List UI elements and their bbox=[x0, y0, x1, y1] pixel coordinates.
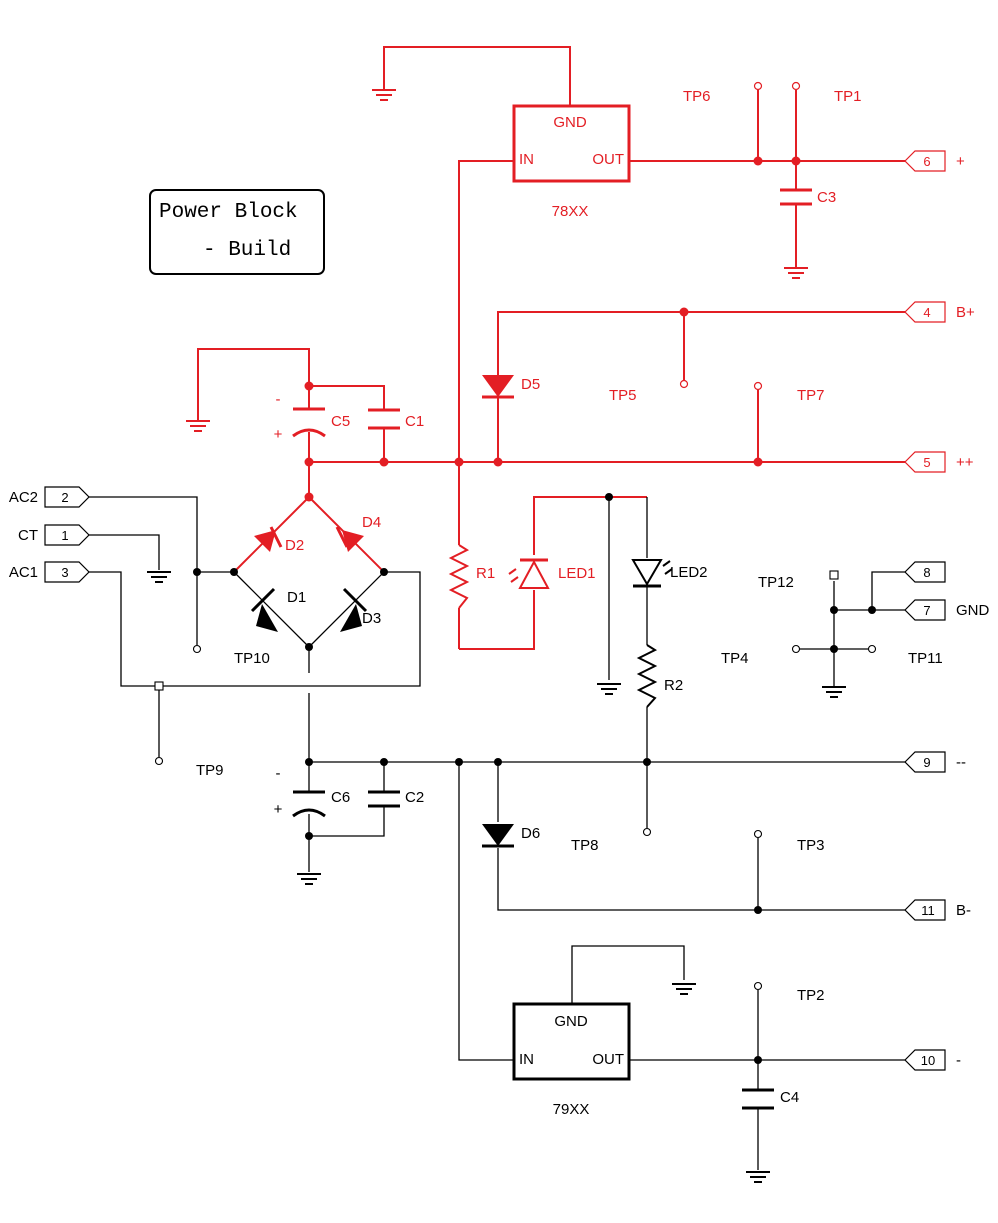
resistor-r2 bbox=[636, 644, 658, 708]
connector-p9: 9 -- bbox=[904, 751, 966, 773]
connector-p6: 6 + bbox=[904, 150, 965, 172]
connector-p4-name: B+ bbox=[956, 304, 975, 321]
resistor-r1 bbox=[448, 544, 470, 609]
reg-79xx-gnd-label: GND bbox=[554, 1013, 588, 1030]
label-d1: D1 bbox=[287, 589, 306, 606]
connector-p9-num: 9 bbox=[923, 755, 930, 770]
connector-p4: 4 B+ bbox=[904, 301, 975, 323]
label-c5: C5 bbox=[331, 413, 350, 430]
capacitor-c3 bbox=[780, 188, 812, 206]
reg-78xx-out-label: OUT bbox=[592, 151, 624, 168]
junctions-red bbox=[304, 156, 801, 502]
diode-d1 bbox=[250, 587, 278, 632]
label-tp3: TP3 bbox=[797, 837, 825, 854]
regulator-79xx: GND IN OUT 79XX bbox=[512, 1002, 631, 1118]
connector-p6-name: + bbox=[956, 153, 965, 170]
connector-p1-num: 1 bbox=[61, 528, 68, 543]
connector-p3-name: AC1 bbox=[9, 564, 38, 581]
connector-p7-num: 7 bbox=[923, 603, 930, 618]
testpoint-labels: TP6 TP1 TP5 TP7 TP10 TP9 TP12 TP4 TP11 T… bbox=[196, 88, 943, 1004]
reg-78xx-name: 78XX bbox=[552, 203, 589, 220]
led-led2 bbox=[631, 559, 673, 588]
label-c1: C1 bbox=[405, 413, 424, 430]
title-line-2: - Build bbox=[203, 239, 291, 262]
connector-p8: 8 bbox=[904, 561, 946, 583]
label-d6: D6 bbox=[521, 825, 540, 842]
label-d5: D5 bbox=[521, 376, 540, 393]
label-tp2: TP2 bbox=[797, 987, 825, 1004]
label-r1: R1 bbox=[476, 565, 495, 582]
connector-p7-name: GND bbox=[956, 602, 990, 619]
label-c3: C3 bbox=[817, 189, 836, 206]
label-tp1: TP1 bbox=[834, 88, 862, 105]
label-tp6: TP6 bbox=[683, 88, 711, 105]
c5-plus-sign: + bbox=[274, 426, 283, 443]
diode-d6 bbox=[482, 824, 514, 848]
capacitor-c1 bbox=[368, 408, 400, 430]
junctions-black bbox=[193, 493, 876, 1064]
connector-p11: 11 B- bbox=[904, 899, 971, 921]
c5-minus-sign: - bbox=[276, 391, 281, 408]
label-tp8: TP8 bbox=[571, 837, 599, 854]
connector-p10: 10 - bbox=[904, 1049, 961, 1071]
connector-p5-num: 5 bbox=[923, 455, 930, 470]
label-d2: D2 bbox=[285, 537, 304, 554]
label-tp9: TP9 bbox=[196, 762, 224, 779]
led-led1 bbox=[508, 558, 550, 589]
connector-p11-num: 11 bbox=[921, 903, 935, 918]
c6-plus-sign: + bbox=[274, 801, 283, 818]
label-tp5: TP5 bbox=[609, 387, 637, 404]
label-tp11: TP11 bbox=[908, 650, 943, 667]
connector-p9-name: -- bbox=[956, 754, 966, 771]
label-tp7: TP7 bbox=[797, 387, 825, 404]
connector-p8-num: 8 bbox=[923, 565, 930, 580]
connector-p2-num: 2 bbox=[61, 490, 68, 505]
label-r2: R2 bbox=[664, 677, 683, 694]
regulator-78xx: GND IN OUT 78XX bbox=[512, 104, 631, 220]
reg-79xx-out-label: OUT bbox=[592, 1051, 624, 1068]
connector-p10-name: - bbox=[956, 1052, 961, 1069]
title-block: Power Block - Build bbox=[149, 189, 325, 275]
connector-p11-name: B- bbox=[956, 902, 971, 919]
label-d3: D3 bbox=[362, 610, 381, 627]
connector-p2: 2 AC2 bbox=[9, 486, 90, 508]
reg-78xx-in-label: IN bbox=[519, 151, 534, 168]
connector-p4-num: 4 bbox=[923, 305, 930, 320]
label-led2: LED2 bbox=[670, 564, 708, 581]
label-tp10: TP10 bbox=[234, 650, 270, 667]
connector-p2-name: AC2 bbox=[9, 489, 38, 506]
label-tp4: TP4 bbox=[721, 650, 749, 667]
black-nets bbox=[89, 496, 905, 1183]
reg-79xx-in-label: IN bbox=[519, 1051, 534, 1068]
capacitor-c5 bbox=[292, 407, 326, 438]
label-tp12: TP12 bbox=[758, 574, 794, 591]
label-c2: C2 bbox=[405, 789, 424, 806]
connector-p6-num: 6 bbox=[923, 154, 930, 169]
connector-p5: 5 ++ bbox=[904, 451, 974, 473]
reg-78xx-gnd-label: GND bbox=[553, 114, 587, 131]
label-d4: D4 bbox=[362, 514, 381, 531]
diode-d5 bbox=[482, 375, 514, 399]
connector-p10-num: 10 bbox=[921, 1053, 935, 1068]
connector-p5-name: ++ bbox=[956, 454, 974, 471]
diode-d4 bbox=[335, 526, 364, 552]
connector-p1: 1 CT bbox=[18, 524, 90, 546]
connector-p1-name: CT bbox=[18, 527, 38, 544]
diode-d2 bbox=[254, 526, 283, 552]
label-c6: C6 bbox=[331, 789, 350, 806]
connector-p3: 3 AC1 bbox=[9, 561, 90, 583]
capacitor-c6 bbox=[292, 790, 326, 818]
diode-d3 bbox=[340, 587, 368, 632]
c6-minus-sign: - bbox=[276, 765, 281, 782]
connector-p3-num: 3 bbox=[61, 565, 68, 580]
capacitor-c2 bbox=[368, 790, 400, 808]
label-led1: LED1 bbox=[558, 565, 596, 582]
connector-p7: 7 GND bbox=[904, 599, 990, 621]
capacitor-c4 bbox=[742, 1088, 774, 1110]
label-c4: C4 bbox=[780, 1089, 799, 1106]
reg-79xx-name: 79XX bbox=[553, 1101, 590, 1118]
title-line-1: Power Block bbox=[159, 201, 298, 224]
